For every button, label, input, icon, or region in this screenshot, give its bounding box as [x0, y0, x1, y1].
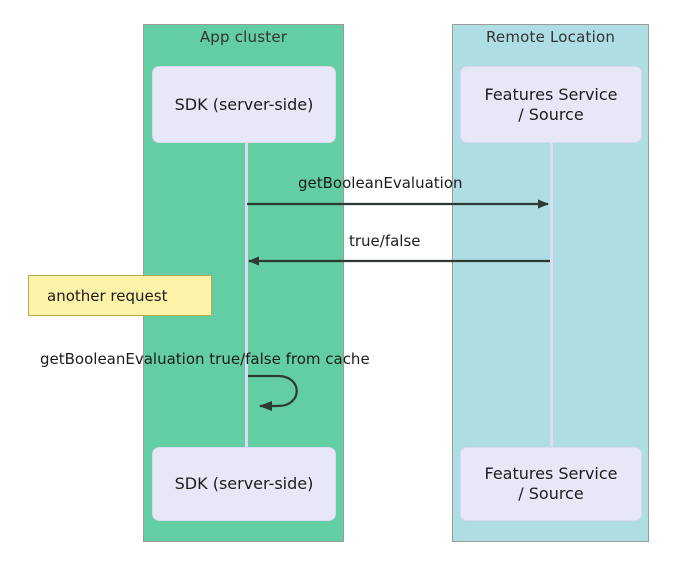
message-label-self-cache: getBooleanEvaluation true/false from cac…	[40, 350, 370, 368]
participant-sdk-top[interactable]: SDK (server-side)	[152, 66, 336, 143]
participant-features-service-top-label-line2: / Source	[518, 104, 584, 124]
participant-features-service-top-label-line1: Features Service	[484, 84, 618, 104]
participant-sdk-top-label: SDK (server-side)	[174, 94, 314, 114]
lifeline-features-service	[550, 143, 553, 448]
note-another-request-text: another request	[47, 286, 168, 305]
participant-features-service-bottom-label-line1: Features Service	[484, 464, 618, 483]
message-label-true-false: true/false	[349, 232, 421, 250]
note-another-request: another request	[28, 275, 212, 316]
lifeline-sdk	[245, 143, 248, 448]
group-title-app-cluster: App cluster	[199, 28, 288, 46]
participant-features-service-top[interactable]: Features Service / Source	[460, 66, 642, 143]
participant-features-service-top-label: Features Service / Source	[484, 85, 617, 125]
participant-sdk-bottom[interactable]: SDK (server-side)	[152, 447, 336, 521]
participant-features-service-bottom-label: Features Service / Source	[484, 464, 617, 504]
participant-features-service-bottom-label-line2: / Source	[518, 484, 584, 503]
group-title-remote-location: Remote Location	[485, 28, 616, 46]
participant-sdk-bottom-label: SDK (server-side)	[174, 474, 314, 493]
participant-features-service-bottom[interactable]: Features Service / Source	[460, 447, 642, 521]
message-label-get-boolean-evaluation: getBooleanEvaluation	[298, 174, 463, 192]
